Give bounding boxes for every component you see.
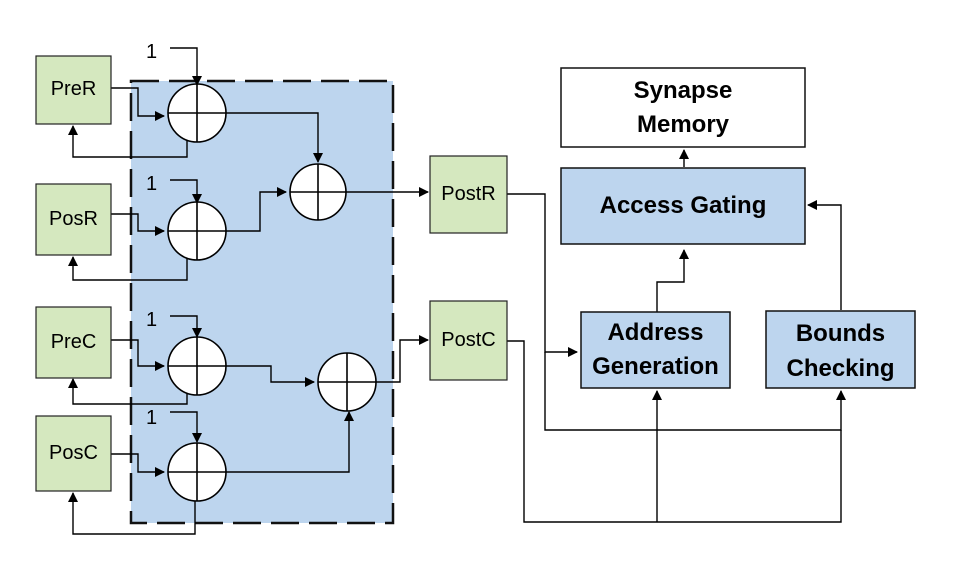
pos-c-box: PosC xyxy=(35,415,112,492)
access-gating-label: Access Gating xyxy=(600,192,767,219)
wire-postc-bus xyxy=(507,340,842,523)
wire-prec-add3 xyxy=(111,339,165,371)
wire-add1-prer xyxy=(68,125,188,158)
wire-postr-bounds xyxy=(544,352,846,431)
pre-r-box: PreR xyxy=(35,55,112,125)
wire-add2-add5 xyxy=(226,187,287,232)
pre-c-box: PreC xyxy=(35,306,112,379)
increment-label-1: 1 xyxy=(146,41,157,63)
pos-r-box: PosR xyxy=(35,183,112,256)
adder-5 xyxy=(289,163,347,221)
wire-add3-add6 xyxy=(226,365,315,387)
wire-add4-add6 xyxy=(226,411,354,473)
adder-6 xyxy=(317,352,377,412)
adder-3 xyxy=(167,336,227,396)
adder-1 xyxy=(167,83,227,143)
adder-2 xyxy=(167,201,227,261)
synapse-memory-line-2: Memory xyxy=(637,111,730,138)
bounds-checking-line-2: Checking xyxy=(786,355,894,382)
pos-c-label: PosC xyxy=(49,442,98,464)
wire-add1-add5 xyxy=(226,112,323,163)
wire-bounds-gating xyxy=(807,200,842,310)
wire-inc-4 xyxy=(170,411,202,443)
wire-addrgen-gating xyxy=(656,249,689,312)
pos-r-label: PosR xyxy=(49,208,98,230)
processing-region xyxy=(129,79,395,525)
wire-inc-2 xyxy=(170,179,202,204)
bounds-checking-box: Bounds Checking xyxy=(765,310,916,389)
increment-label-3: 1 xyxy=(146,309,157,331)
post-r-label: PostR xyxy=(441,183,495,205)
bounds-checking-line-1: Bounds xyxy=(796,320,885,347)
wire-prer-add1 xyxy=(111,87,165,121)
post-c-box: PostC xyxy=(429,300,508,381)
wire-posr-add2 xyxy=(111,213,165,236)
synapse-memory-box: Synapse Memory xyxy=(560,67,806,148)
wire-posc-add4 xyxy=(111,453,165,477)
wire-add4-posc xyxy=(68,492,196,535)
adder-4 xyxy=(167,442,227,502)
wire-postr-addrgen xyxy=(507,193,578,357)
wire-inc-1 xyxy=(170,47,202,86)
address-generation-line-1: Address xyxy=(607,319,703,346)
post-c-label: PostC xyxy=(441,329,495,351)
synapse-memory-line-1: Synapse xyxy=(634,77,733,104)
address-generation-box: Address Generation xyxy=(580,311,731,389)
wire-add6-postc xyxy=(376,335,429,383)
increment-label-4: 1 xyxy=(146,407,157,429)
wires xyxy=(68,47,846,535)
wire-add3-prec xyxy=(68,378,188,405)
wire-inc-3 xyxy=(170,315,202,338)
pre-r-label: PreR xyxy=(51,78,97,100)
access-gating-box: Access Gating xyxy=(560,167,806,245)
wire-add2-posr xyxy=(68,256,188,281)
pre-c-label: PreC xyxy=(51,331,97,353)
post-r-box: PostR xyxy=(429,155,508,234)
address-generation-line-2: Generation xyxy=(592,353,719,380)
increment-label-2: 1 xyxy=(146,173,157,195)
